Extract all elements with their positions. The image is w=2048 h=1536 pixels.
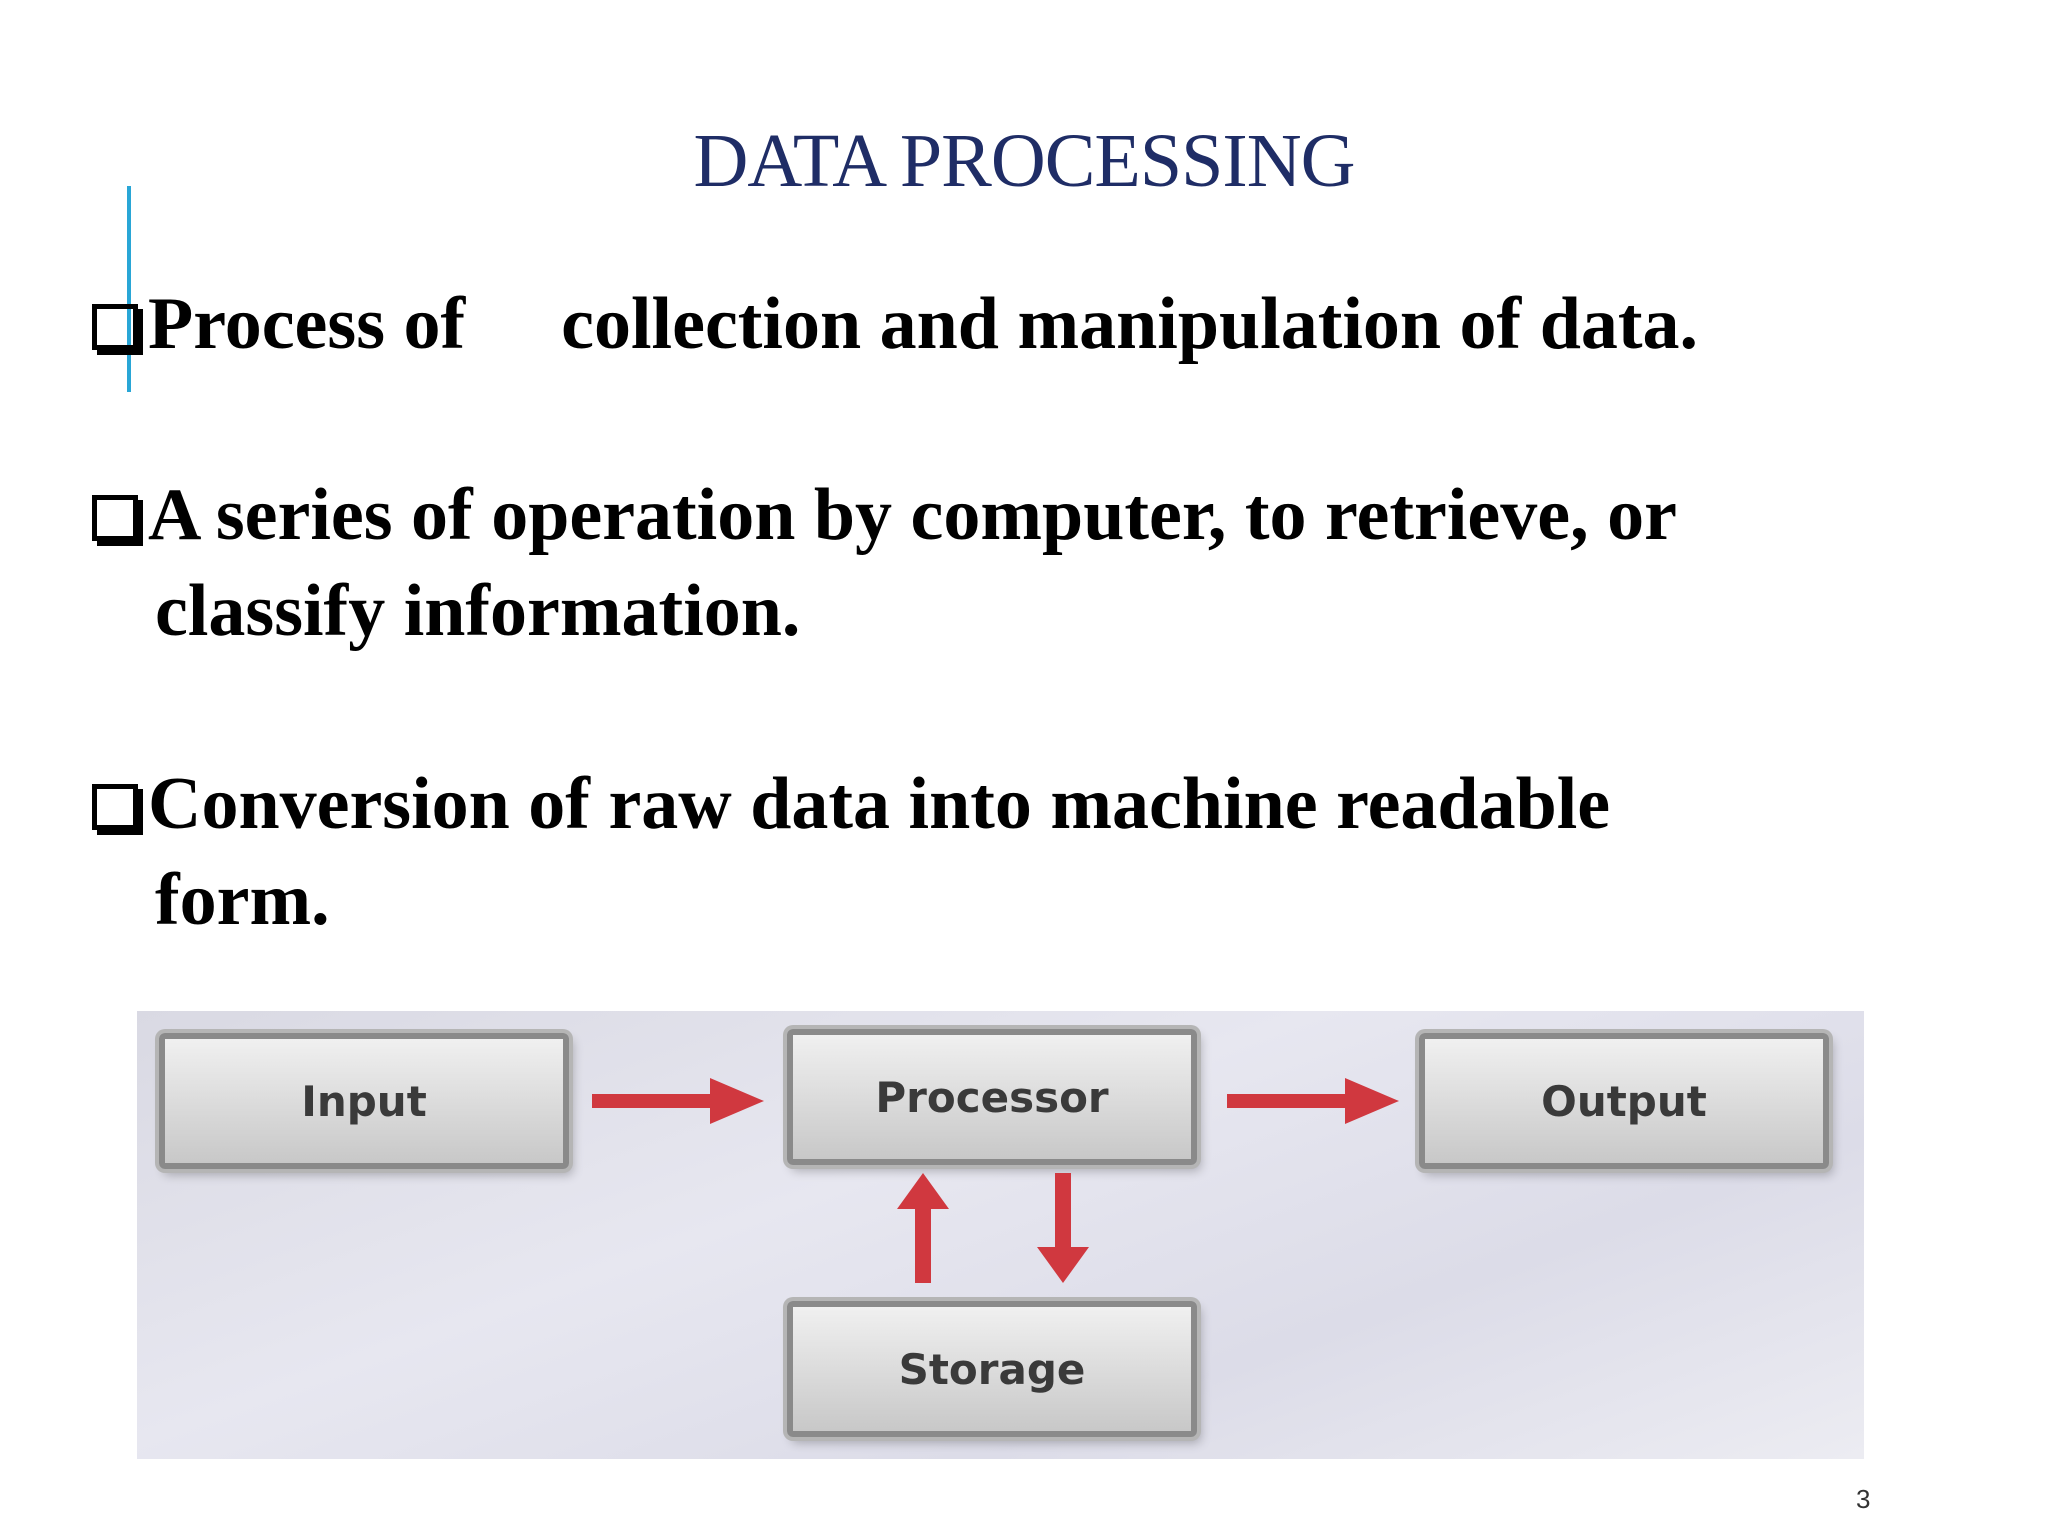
processor-to-output-arrow: [1227, 1078, 1399, 1124]
data-processing-diagram: Input Processor Output Storage: [137, 1011, 1864, 1459]
page-number: 3: [1856, 1484, 1871, 1514]
bullet-3-line-2: form.: [155, 859, 330, 941]
checkbox-bullet-icon: [92, 304, 138, 350]
checkbox-bullet-icon: [92, 495, 138, 541]
slide-title: DATA PROCESSING: [693, 119, 1356, 203]
bullet-2: A series of operation by computer, to re…: [92, 467, 1677, 659]
bullet-1-text-a: Process of: [148, 283, 466, 365]
accent-line: [127, 186, 131, 392]
bullet-1-text-b: collection and manipulation of data.: [561, 283, 1698, 365]
bullet-3-line-1: Conversion of raw data into machine read…: [148, 763, 1611, 845]
input-to-processor-arrow: [592, 1078, 764, 1124]
bullet-1: Process of collection and manipulation of…: [92, 276, 1698, 372]
input-node: Input: [159, 1033, 569, 1169]
bullet-2-line-2: classify information.: [155, 570, 801, 652]
checkbox-bullet-icon: [92, 784, 138, 830]
output-node: Output: [1419, 1033, 1829, 1169]
bullet-2-line-1: A series of operation by computer, to re…: [148, 474, 1677, 556]
processor-node: Processor: [787, 1029, 1197, 1165]
bullet-3: Conversion of raw data into machine read…: [92, 756, 1610, 948]
storage-node: Storage: [787, 1301, 1197, 1437]
processor-to-storage-arrow: [1037, 1173, 1089, 1283]
storage-to-processor-arrow: [897, 1173, 949, 1283]
